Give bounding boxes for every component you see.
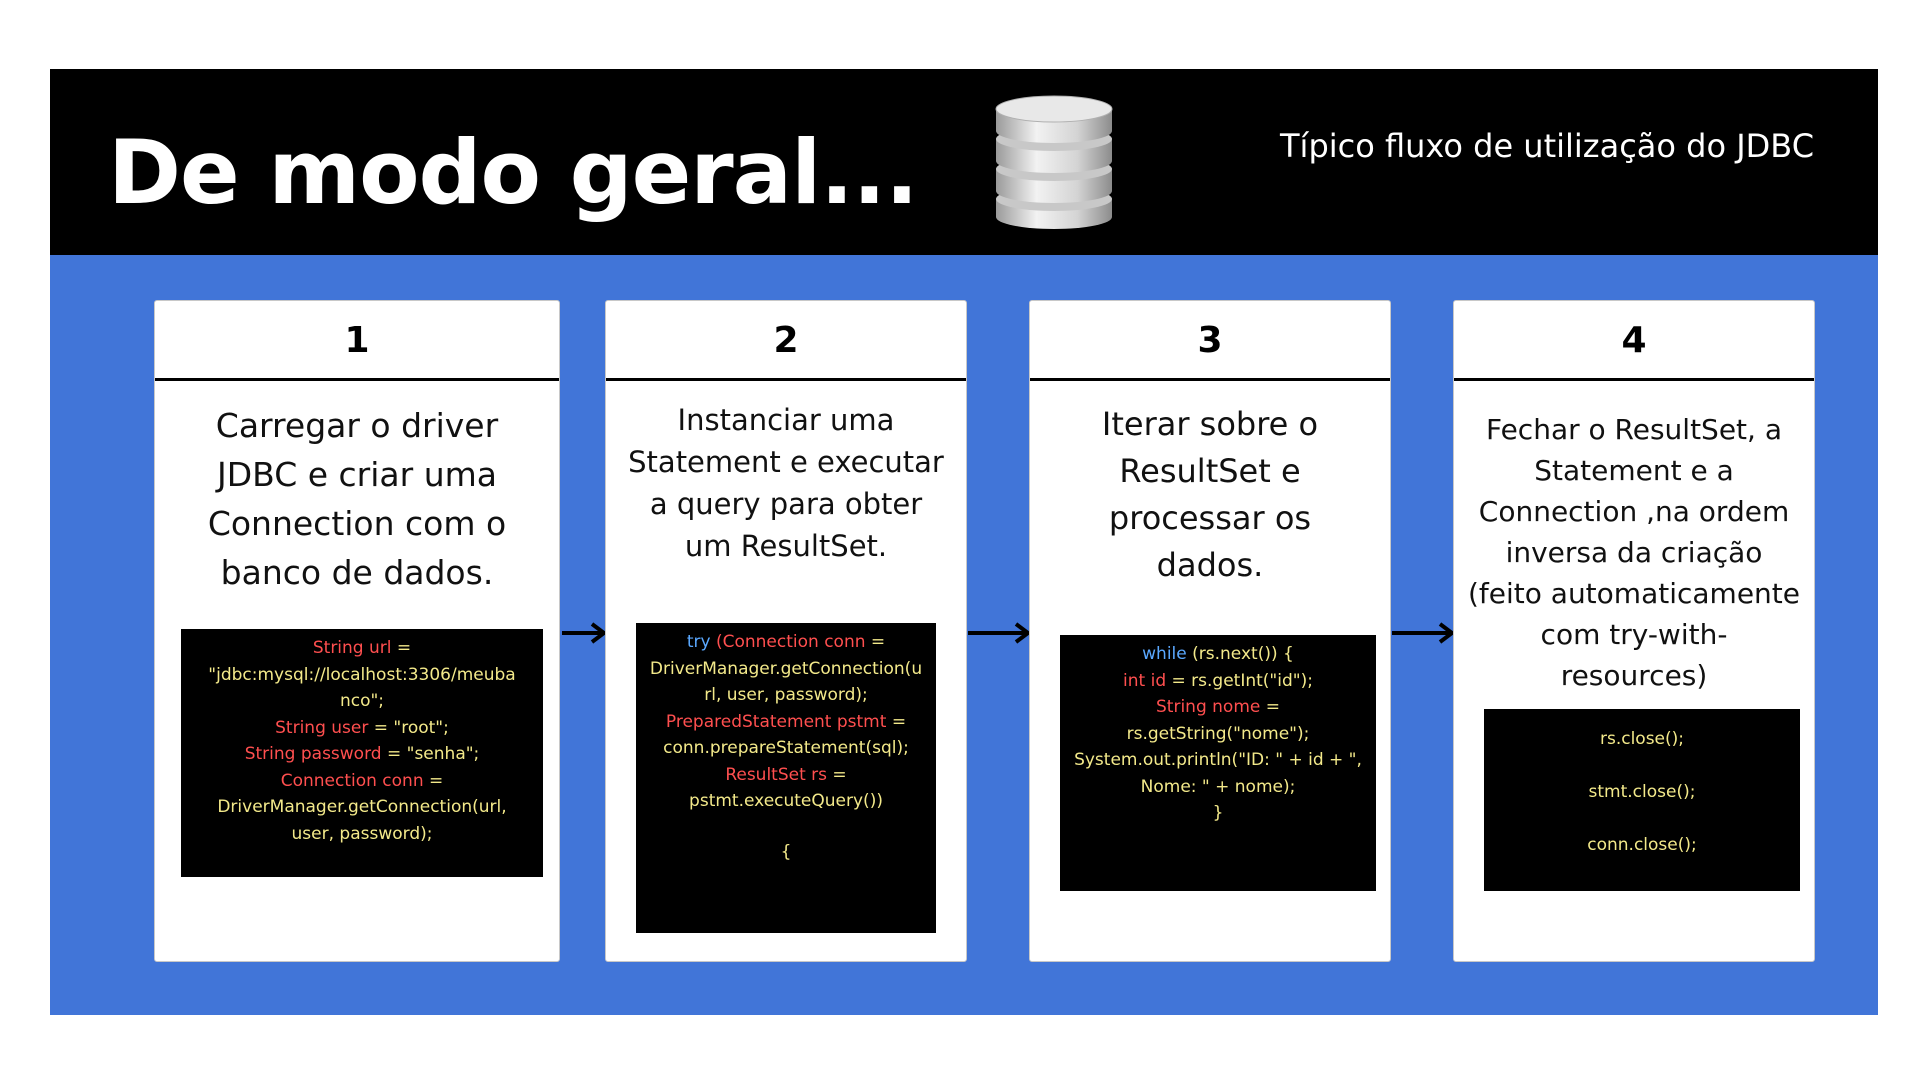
code-line: int id = rs.getInt("id"); <box>1123 670 1313 691</box>
database-icon <box>995 95 1113 229</box>
step-description: Iterar sobre o ResultSet e processar os … <box>1101 405 1319 584</box>
arrow-right-icon <box>968 622 1032 644</box>
arrow-right-icon <box>562 622 608 644</box>
code-line: rl, user, password); <box>704 685 868 705</box>
code-line: } <box>1212 803 1224 823</box>
code-line: conn.prepareStatement(sql); <box>663 738 909 758</box>
page-title: De modo geral... <box>108 121 919 224</box>
code-line: PreparedStatement pstmt = <box>665 711 907 732</box>
step-description: Instanciar uma Statement e executar a qu… <box>628 403 944 563</box>
step-card-1: 1 Carregar o driver JDBC e criar uma Con… <box>154 300 560 962</box>
step-card-4: 4 Fechar o ResultSet, a Statement e a Co… <box>1453 300 1815 962</box>
code-line: String user = "root"; <box>275 717 449 738</box>
code-block: while (rs.next()) { int id = rs.getInt("… <box>1060 635 1376 891</box>
slide: De modo geral... Típico fluxo de utiliza… <box>50 69 1878 1015</box>
step-description: Carregar o driver JDBC e criar uma Conne… <box>207 406 507 592</box>
code-line: while (rs.next()) { <box>1142 644 1294 664</box>
code-block: String url = "jdbc:mysql://localhost:330… <box>181 629 543 877</box>
header-bar: De modo geral... Típico fluxo de utiliza… <box>50 69 1878 255</box>
code-block: try (Connection conn = DriverManager.get… <box>636 623 936 933</box>
step-number: 4 <box>1454 301 1814 381</box>
step-description: Fechar o ResultSet, a Statement e a Conn… <box>1467 413 1800 692</box>
code-line: rs.close(); <box>1599 729 1685 749</box>
code-line: DriverManager.getConnection(u <box>649 658 923 679</box>
step-card-3: 3 Iterar sobre o ResultSet e processar o… <box>1029 300 1391 962</box>
code-line: conn.close(); <box>1587 835 1697 855</box>
code-line: DriverManager.getConnection(url, <box>217 797 507 817</box>
step-number: 2 <box>606 301 966 381</box>
code-line: Nome: " + nome); <box>1140 776 1296 797</box>
step-number: 1 <box>155 301 559 381</box>
code-line: String url = <box>312 638 412 658</box>
code-line: String password = "senha"; <box>244 744 480 764</box>
code-line: nco"; <box>339 691 385 711</box>
code-block: rs.close(); stmt.close(); conn.close(); <box>1484 709 1800 891</box>
arrow-right-icon <box>1392 622 1456 644</box>
code-line: pstmt.executeQuery()) <box>689 791 883 811</box>
code-line: System.out.println("ID: " + id + ", <box>1074 750 1362 770</box>
subtitle: Típico fluxo de utilização do JDBC <box>1280 127 1815 165</box>
code-line: try (Connection conn = <box>686 632 886 652</box>
code-line: { <box>780 841 792 862</box>
code-line: Connection conn = <box>280 770 444 791</box>
step-number: 3 <box>1030 301 1390 381</box>
code-line: user, password); <box>291 823 433 844</box>
code-line: ResultSet rs = <box>725 764 847 785</box>
code-line: rs.getString("nome"); <box>1126 723 1310 744</box>
code-line: stmt.close(); <box>1588 782 1696 802</box>
step-card-2: 2 Instanciar uma Statement e executar a … <box>605 300 967 962</box>
code-line: "jdbc:mysql://localhost:3306/meuba <box>208 664 516 685</box>
code-line: String nome = <box>1156 697 1280 717</box>
